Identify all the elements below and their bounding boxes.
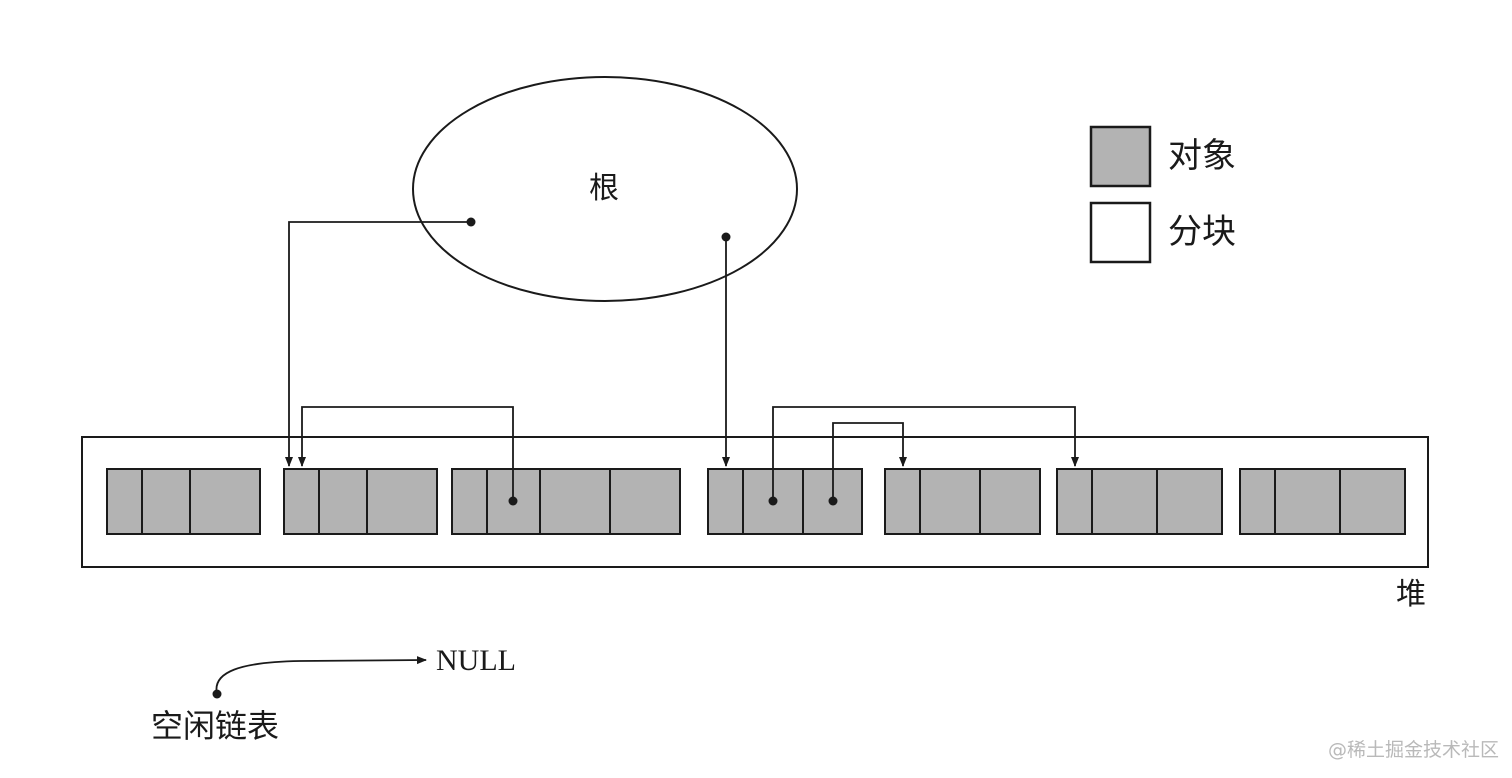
object-cell: [189, 468, 261, 535]
watermark: @稀土掘金技术社区: [1328, 739, 1500, 761]
root-set-label: 根: [589, 171, 619, 206]
object-cell: [1156, 468, 1223, 535]
object-cell: [539, 468, 611, 535]
object-cell: [1056, 468, 1093, 535]
object-cell: [283, 468, 320, 535]
object-cell: [141, 468, 191, 535]
object-cell: [1239, 468, 1276, 535]
object-cell: [1091, 468, 1158, 535]
object-cell: [318, 468, 368, 535]
object-cell: [1274, 468, 1341, 535]
object-cell: [884, 468, 921, 535]
object-cell: [1339, 468, 1406, 535]
heap-chunk-4: [707, 468, 863, 535]
heap-box: [81, 436, 1429, 568]
object-cell: [366, 468, 438, 535]
heap-pointer-chunk4-to-chunk6: [768, 406, 1079, 506]
free-list-label: 空闲链表: [151, 707, 280, 745]
legend-chunk-swatch: [1089, 201, 1152, 264]
object-cell: [451, 468, 488, 535]
null-label: NULL: [436, 644, 516, 677]
root-pointer-2: [721, 232, 731, 467]
heap-chunk-5: [884, 468, 1041, 535]
object-cell: [919, 468, 981, 535]
object-cell: [979, 468, 1041, 535]
root-pointer-1: [285, 217, 476, 467]
heap-chunk-1: [106, 468, 261, 535]
legend-chunk-label: 分块: [1168, 212, 1236, 252]
object-cell: [609, 468, 681, 535]
heap-pointer-chunk4-to-chunk5: [828, 422, 907, 506]
root-set-ellipse: [412, 76, 798, 302]
heap-chunk-2: [283, 468, 438, 535]
heap-chunk-3: [451, 468, 681, 535]
legend-object-swatch: [1089, 125, 1152, 188]
heap-chunk-6: [1056, 468, 1223, 535]
heap-chunk-7: [1239, 468, 1406, 535]
heap-pointer-chunk3-to-chunk2: [298, 406, 518, 506]
free-list-pointer: [212, 656, 427, 699]
object-cell: [707, 468, 744, 535]
legend-object-label: 对象: [1168, 136, 1236, 176]
object-cell: [106, 468, 143, 535]
heap-label: 堆: [1396, 577, 1426, 612]
